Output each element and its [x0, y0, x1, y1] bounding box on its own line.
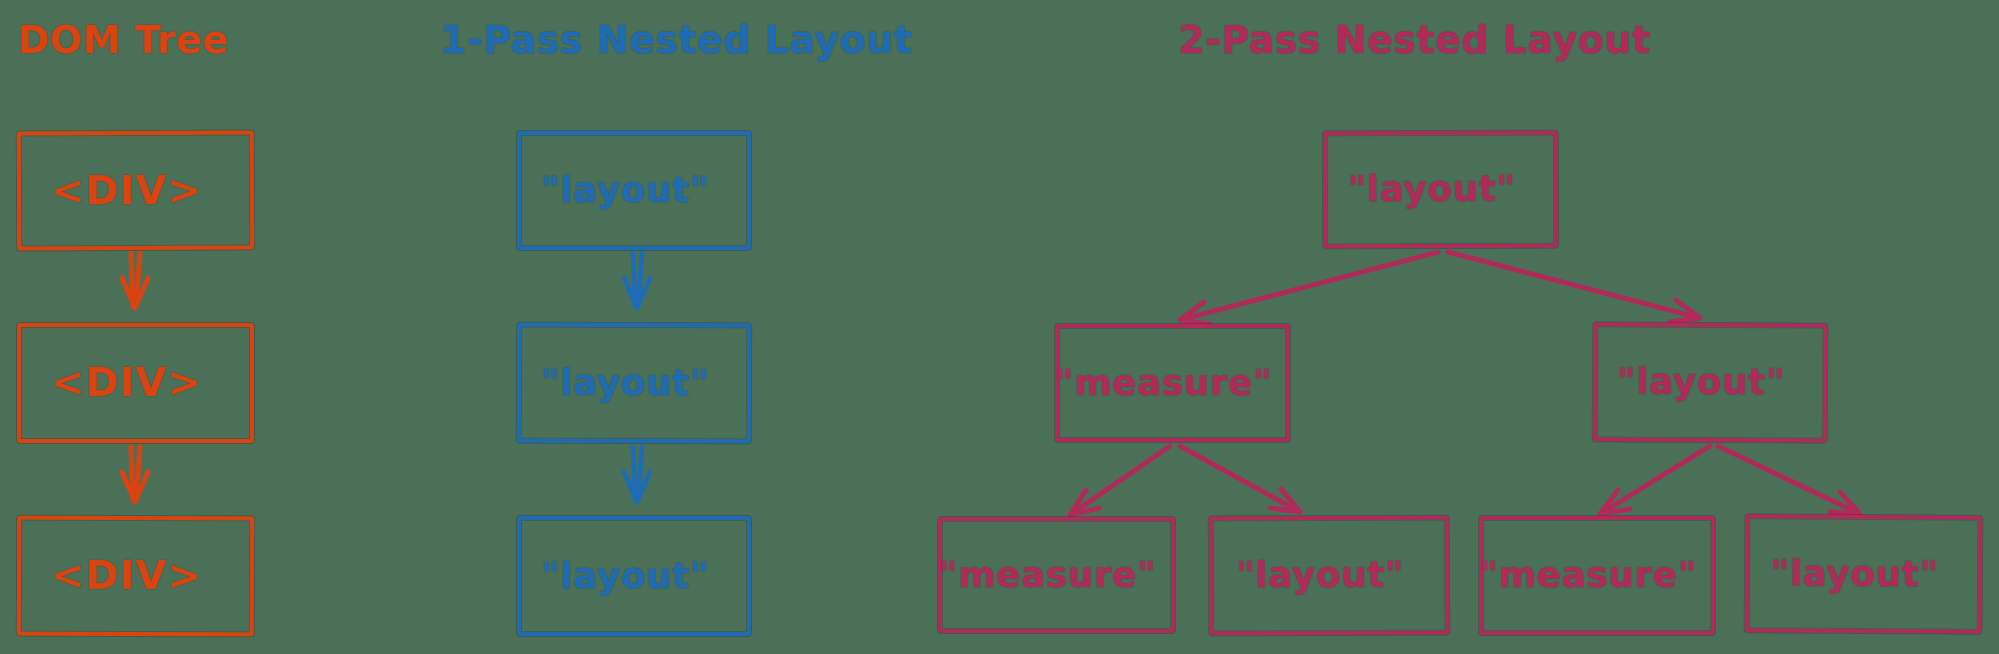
arrow-two-pass-root-right	[1445, 249, 1703, 325]
two-pass-measure-node: "measure"	[1055, 324, 1290, 442]
one-pass-node-3-label: "layout"	[540, 555, 710, 597]
one-pass-title: 1-Pass Nested Layout	[440, 18, 913, 62]
two-pass-layout-node: "layout"	[1592, 322, 1828, 443]
two-pass-root-label: "layout"	[1347, 168, 1516, 211]
dom-tree-title: DOM Tree	[18, 18, 229, 62]
dom-node-3-label: <DIV>	[50, 552, 203, 600]
two-pass-leaf-2-label: "layout"	[1235, 554, 1405, 597]
dom-node-1: <DIV>	[16, 130, 255, 251]
arrow-one-pass-1	[621, 250, 653, 311]
arrow-two-pass-layout-left	[1597, 443, 1713, 517]
two-pass-title: 2-Pass Nested Layout	[1178, 18, 1651, 62]
one-pass-node-1: "layout"	[517, 131, 751, 250]
arrow-two-pass-layout-right	[1715, 443, 1863, 517]
two-pass-leaf-4: "layout"	[1744, 514, 1983, 634]
two-pass-leaf-1: "measure"	[938, 517, 1175, 633]
dom-node-1-label: <DIV>	[50, 167, 203, 214]
arrow-dom-2	[119, 444, 151, 505]
one-pass-node-3: "layout"	[517, 516, 751, 636]
dom-node-2: <DIV>	[17, 323, 254, 443]
two-pass-measure-label: "measure"	[1054, 362, 1273, 404]
arrow-two-pass-measure-left	[1067, 443, 1173, 518]
two-pass-layout-label: "layout"	[1616, 361, 1786, 404]
arrow-one-pass-2	[621, 444, 653, 505]
two-pass-root-node: "layout"	[1322, 130, 1559, 249]
one-pass-node-1-label: "layout"	[540, 170, 710, 211]
arrow-two-pass-root-left	[1177, 249, 1441, 327]
two-pass-leaf-3: "measure"	[1479, 516, 1715, 635]
arrow-two-pass-measure-right	[1177, 443, 1303, 515]
arrow-dom-1	[119, 250, 151, 311]
dom-node-3: <DIV>	[16, 515, 255, 637]
two-pass-leaf-4-label: "layout"	[1770, 552, 1939, 595]
one-pass-node-2: "layout"	[516, 322, 752, 444]
two-pass-leaf-1-label: "measure"	[938, 554, 1157, 596]
two-pass-leaf-2: "layout"	[1208, 515, 1450, 636]
dom-node-2-label: <DIV>	[50, 360, 203, 406]
two-pass-leaf-3-label: "measure"	[1479, 555, 1697, 596]
one-pass-node-2-label: "layout"	[540, 362, 710, 404]
